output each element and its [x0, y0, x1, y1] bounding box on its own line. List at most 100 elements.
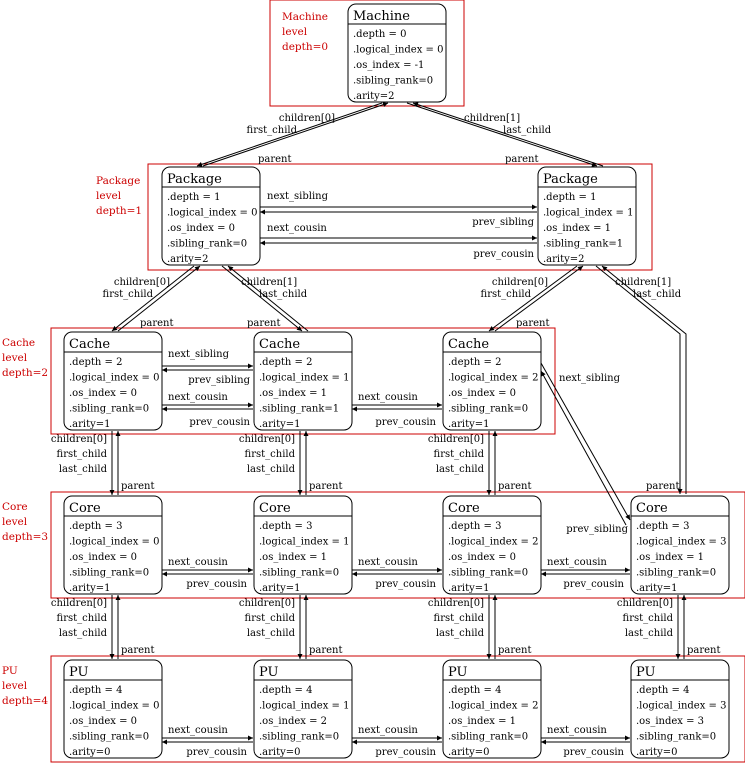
object-box-pu0 [63, 659, 163, 759]
object-attr-cache1-2: .os_index = 1 [259, 388, 327, 399]
link-label-next_cousin-84: next_cousin [168, 392, 228, 403]
object-attr-pu0-1: .logical_index = 0 [69, 701, 159, 712]
object-attr-core3-1: .logical_index = 3 [636, 537, 726, 548]
link-label-next_cousin-100: next_cousin [358, 557, 418, 568]
object-attr-pu1-2: .os_index = 2 [259, 716, 327, 727]
link-label-parent-9: parent [505, 154, 539, 165]
object-attr-pu1-4: .arity=0 [259, 747, 301, 758]
object-attr-cache2-3: .sibling_rank=0 [448, 404, 528, 415]
level-label-pu-1: level [2, 680, 28, 692]
link-label-children-0-48: children[0] [51, 598, 107, 609]
object-attr-core0-4: .arity=1 [69, 583, 111, 594]
link-label-parent-51: parent [121, 645, 155, 656]
object-box-pkg0 [161, 166, 261, 266]
link-label-children-0-66: children[0] [617, 598, 673, 609]
link-label-first_child-67: first_child [623, 613, 674, 624]
object-attr-cache1-1: .logical_index = 1 [259, 373, 349, 384]
link-label-parent-8: parent [258, 154, 292, 165]
object-attr-cache0-2: .os_index = 0 [69, 388, 137, 399]
object-title-pu3: PU [636, 665, 656, 680]
link-label-first_child-5: first_child [247, 125, 298, 136]
object-attr-cache0-3: .sibling_rank=0 [69, 404, 149, 415]
object-attr-pkg0-1: .logical_index = 0 [167, 208, 257, 219]
object-box-core3 [630, 495, 730, 595]
parent-link-13 [227, 265, 309, 332]
link-label-last_child-25: last_child [633, 289, 682, 300]
object-attr-core3-0: .depth = 3 [636, 521, 689, 532]
object-title-core1: Core [259, 501, 291, 516]
link-label-last_child-62: last_child [436, 628, 485, 639]
object-title-cache0: Cache [69, 337, 110, 352]
link-label-next_sibling-82: next_sibling [168, 349, 230, 360]
object-attr-cache2-4: .arity=1 [448, 419, 490, 430]
link-label-children-0-42: children[0] [428, 434, 484, 445]
link-label-children-0-60: children[0] [428, 598, 484, 609]
link-label-prev_cousin-117: prev_cousin [563, 747, 624, 758]
object-attr-core1-0: .depth = 3 [259, 521, 312, 532]
object-core1: Core.depth = 3.logical_index = 1.os_inde… [253, 495, 353, 595]
object-attr-pu1-1: .logical_index = 1 [259, 701, 349, 712]
link-label-last_child-68: last_child [625, 628, 674, 639]
link-label-prev_cousin-97: prev_cousin [186, 579, 247, 590]
object-box-pu3 [630, 659, 730, 759]
link-label-next_sibling-92: next_sibling [559, 373, 621, 384]
object-attr-core1-3: .sibling_rank=0 [259, 568, 339, 579]
link-label-next_cousin-76: next_cousin [267, 223, 327, 234]
object-core3: Core.depth = 3.logical_index = 3.os_inde… [630, 495, 730, 595]
object-attr-core3-4: .arity=1 [636, 583, 678, 594]
prev-sibling-link-91 [540, 370, 627, 526]
object-title-pkg0: Package [167, 172, 222, 187]
link-label-children-0-54: children[0] [239, 598, 295, 609]
level-frame-machine [269, 0, 465, 107]
object-attr-pkg0-2: .os_index = 0 [167, 223, 235, 234]
level-frame-cache [50, 327, 556, 435]
link-label-children-0-14: children[0] [114, 277, 170, 288]
object-title-cache2: Cache [448, 337, 489, 352]
level-label-cache-0: Cache [2, 337, 35, 349]
link-label-first_child-15: first_child [103, 289, 154, 300]
link-label-parent-27: parent [646, 481, 680, 492]
link-label-parent-69: parent [687, 645, 721, 656]
parent-link-3 [412, 102, 604, 167]
object-attr-core2-2: .os_index = 0 [448, 552, 516, 563]
object-attr-pu3-1: .logical_index = 3 [636, 701, 726, 712]
link-label-parent-63: parent [498, 645, 532, 656]
link-label-prev_sibling-83: prev_sibling [188, 375, 250, 386]
object-attr-pkg1-0: .depth = 1 [543, 192, 596, 203]
object-attr-core0-1: .logical_index = 0 [69, 537, 159, 548]
object-title-pu0: PU [69, 665, 89, 680]
object-pu0: PU.depth = 4.logical_index = 0.os_index … [63, 659, 163, 759]
object-attr-pu1-0: .depth = 4 [259, 685, 312, 696]
link-label-next_cousin-104: next_cousin [547, 557, 607, 568]
object-attr-machine-4: .arity=2 [353, 91, 395, 102]
object-attr-pkg0-4: .arity=2 [167, 254, 209, 265]
link-label-last_child-56: last_child [247, 628, 296, 639]
object-attr-pu0-0: .depth = 4 [69, 685, 122, 696]
object-attr-core2-0: .depth = 3 [448, 521, 501, 532]
link-label-first_child-61: first_child [434, 613, 485, 624]
object-attr-cache2-2: .os_index = 0 [448, 388, 516, 399]
object-box-core1 [253, 495, 353, 595]
link-label-parent-45: parent [498, 481, 532, 492]
link-label-prev_cousin-109: prev_cousin [186, 747, 247, 758]
object-title-machine: Machine [353, 9, 410, 24]
link-label-last_child-17: last_child [259, 289, 308, 300]
object-attr-machine-2: .os_index = -1 [353, 60, 424, 71]
object-attr-pkg1-3: .sibling_rank=1 [543, 239, 623, 250]
link-label-next_sibling-74: next_sibling [267, 191, 329, 202]
link-label-first_child-55: first_child [245, 613, 296, 624]
link-label-children-1-24: children[1] [615, 277, 671, 288]
object-box-cache2 [442, 331, 542, 431]
link-label-next_cousin-96: next_cousin [168, 557, 228, 568]
object-title-pu1: PU [259, 665, 279, 680]
object-attr-pu3-0: .depth = 4 [636, 685, 689, 696]
link-label-first_child-37: first_child [245, 449, 296, 460]
object-attr-machine-0: .depth = 0 [353, 29, 406, 40]
child-link-2 [406, 102, 598, 167]
object-attr-pu2-4: .arity=0 [448, 747, 490, 758]
object-attr-cache1-3: .sibling_rank=1 [259, 404, 339, 415]
object-attr-machine-1: .logical_index = 0 [353, 45, 443, 56]
object-attr-core0-3: .sibling_rank=0 [69, 568, 149, 579]
link-label-first_child-43: first_child [434, 449, 485, 460]
